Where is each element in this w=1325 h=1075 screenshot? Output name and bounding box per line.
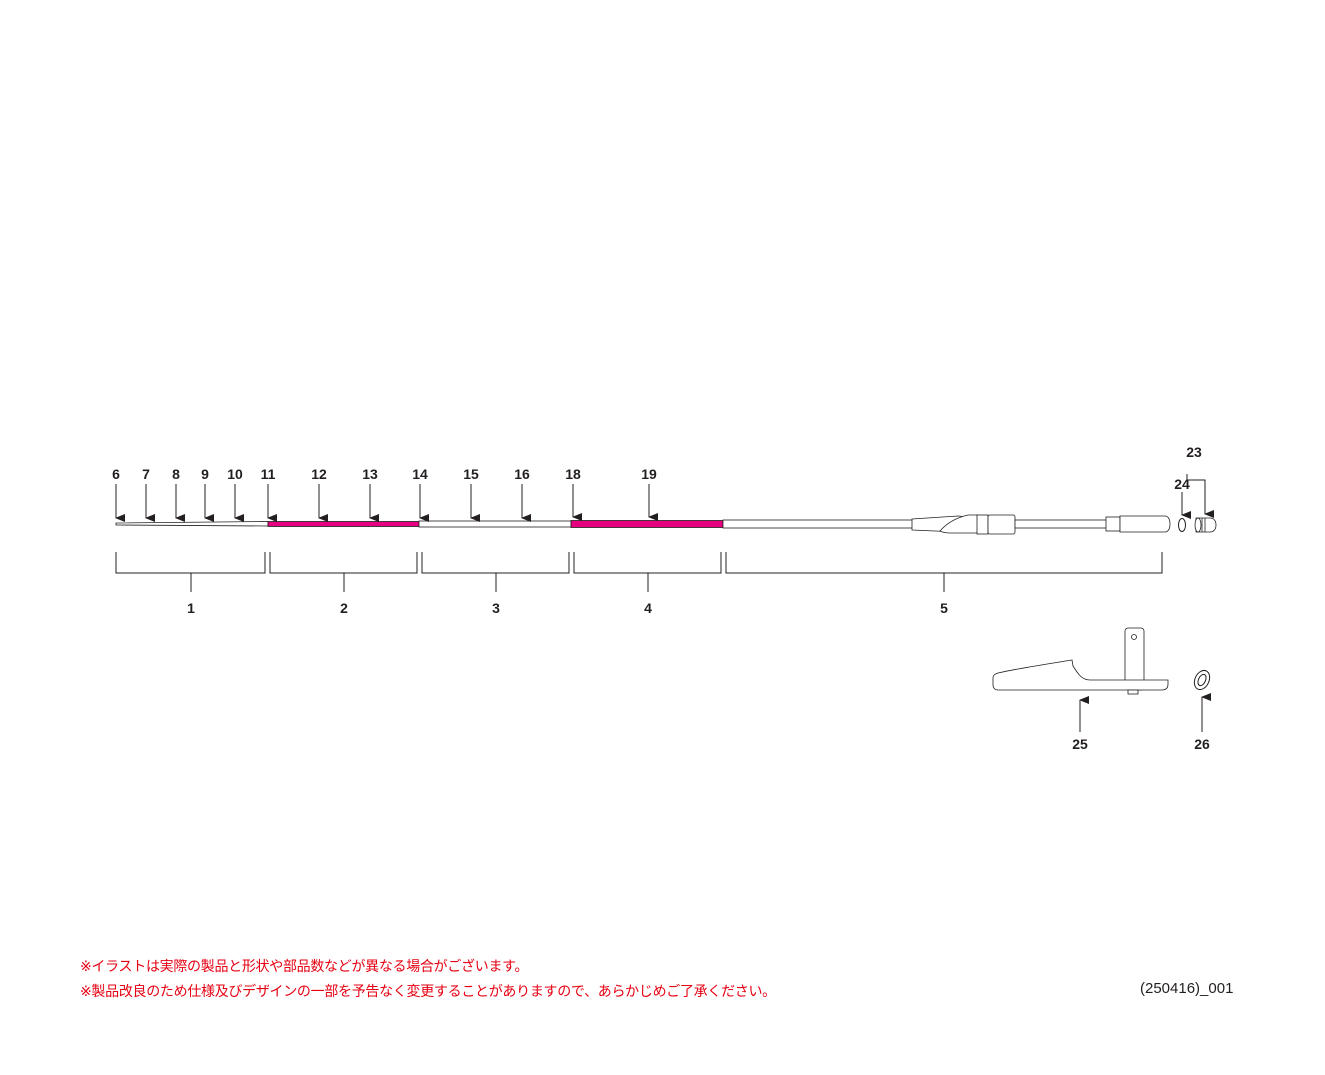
rod-section-3 (418, 520, 572, 528)
callout-14: 14 (412, 466, 428, 482)
butt-cap-part-23 (1194, 517, 1217, 533)
callout-9: 9 (201, 466, 209, 482)
callout-12: 12 (311, 466, 327, 482)
callout-18: 18 (565, 466, 581, 482)
rod-section-2 (267, 521, 420, 527)
callout-7: 7 (142, 466, 150, 482)
bracket-1 (115, 552, 266, 592)
callout-26: 26 (1194, 736, 1210, 752)
rod-section-4 (570, 520, 724, 528)
bracket-4 (573, 552, 722, 592)
disclaimer-illustration: ※イラストは実際の製品と形状や部品数などが異なる場合がございます。 (80, 959, 529, 975)
bracket-5 (725, 552, 1163, 592)
callout-10: 10 (227, 466, 243, 482)
callout-6: 6 (112, 466, 120, 482)
callout-arrows (115, 474, 1214, 732)
callout-23: 23 (1186, 444, 1202, 460)
callout-15: 15 (463, 466, 479, 482)
document-code: (250416)_001 (1140, 980, 1234, 997)
o-ring-part-24 (1178, 518, 1186, 532)
bracket-3 (421, 552, 570, 592)
callout-11: 11 (261, 466, 276, 482)
callout-19: 19 (641, 466, 657, 482)
rod-section-5 (722, 514, 1171, 535)
section-labels: 1 2 3 4 5 (187, 600, 948, 616)
section-label-3: 3 (492, 600, 500, 616)
section-label-5: 5 (940, 600, 948, 616)
section-label-2: 2 (340, 600, 348, 616)
arrow-23 (1186, 474, 1214, 518)
callout-8: 8 (172, 466, 180, 482)
bracket-2 (269, 552, 418, 592)
callout-13: 13 (362, 466, 378, 482)
section-brackets (115, 552, 1163, 592)
callout-labels: 6 7 8 9 10 11 12 13 14 15 16 18 19 23 24… (112, 444, 1210, 752)
callout-24: 24 (1174, 476, 1190, 492)
disclaimer-specifications: ※製品改良のため仕様及びデザインの一部を予告なく変更することがありますので、あら… (80, 984, 776, 1000)
rod-section-1 (115, 521, 269, 527)
handle-part-25 (992, 627, 1169, 695)
section-label-1: 1 (187, 600, 195, 616)
ring-part-26 (1193, 669, 1211, 691)
callout-16: 16 (514, 466, 530, 482)
rod-assembly (115, 514, 1171, 535)
section-label-4: 4 (644, 600, 652, 616)
callout-25: 25 (1072, 736, 1088, 752)
